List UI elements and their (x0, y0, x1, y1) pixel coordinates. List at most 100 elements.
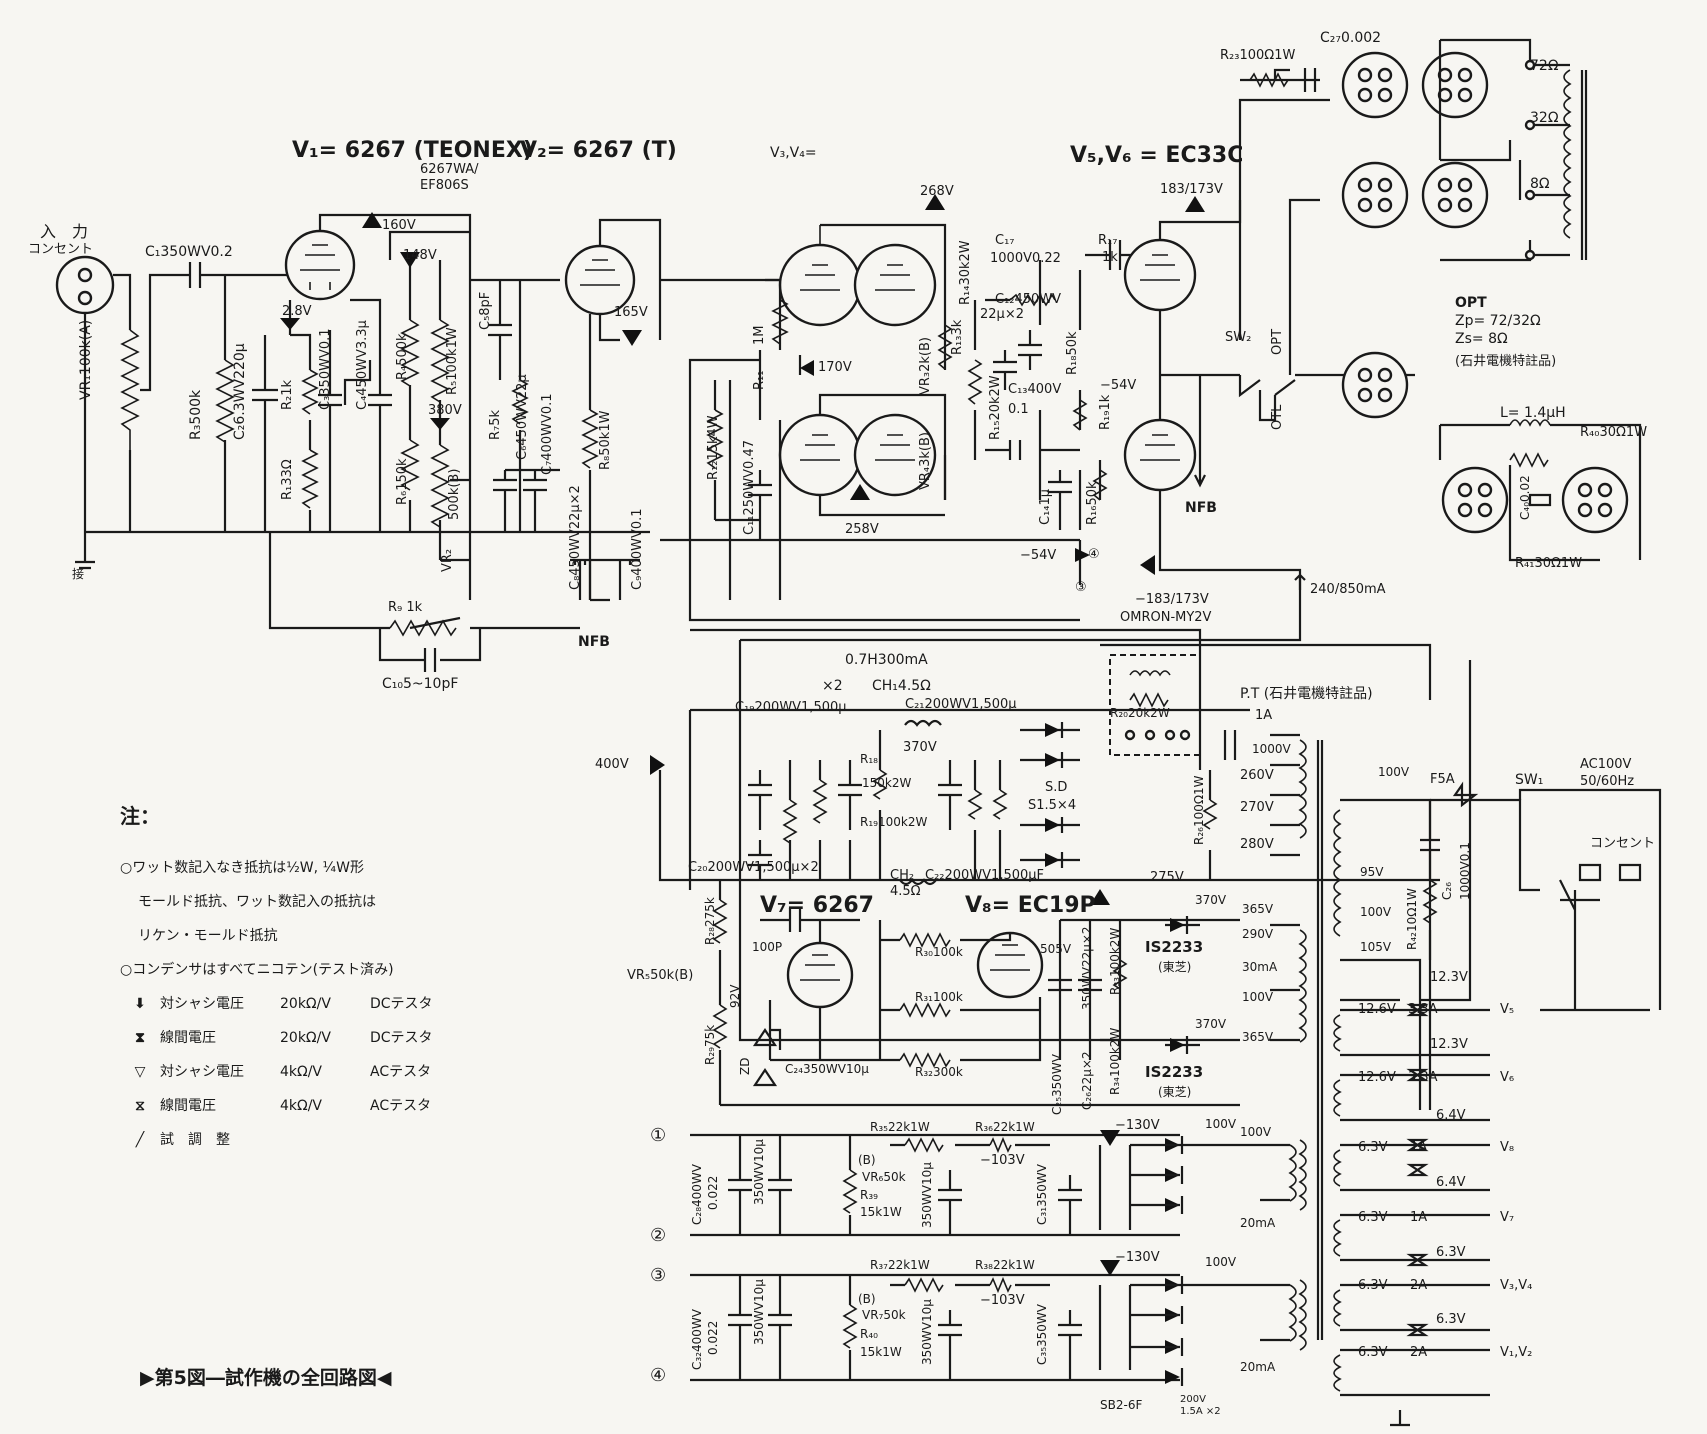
h-6_3b: 6.3V (1358, 1210, 1388, 1225)
c31-label: C₃₁350WV (1035, 1164, 1049, 1225)
node-4: ④ (650, 1365, 667, 1386)
c14-label: C₁₄1μ (1038, 488, 1053, 525)
r17b-label: 1k (1102, 250, 1118, 265)
volt-100d: 100V (1240, 1125, 1272, 1139)
c34-label: 350WV10μ (920, 1299, 934, 1365)
label-v34: V₃,V₄ (1500, 1278, 1533, 1293)
pt-270: 270V (1240, 800, 1274, 815)
volt-92: 92V (728, 984, 742, 1008)
inductor-label: L= 1.4μH (1500, 405, 1566, 421)
sb3-label: 1.5A ×2 (1180, 1406, 1221, 1417)
r18p-label: R₁₈ (860, 752, 878, 766)
c33-label: 350WV10μ (752, 1279, 766, 1345)
ac-label: AC100V (1580, 757, 1632, 772)
r32-label: R₃₂300k (915, 1065, 963, 1079)
r14-label: R₁₄30k2W (958, 240, 973, 305)
tube-v3b (853, 243, 937, 327)
c32-label: C₃₂400WV (690, 1309, 704, 1370)
r28-label: R₂₈275k (703, 897, 717, 945)
r20-label: R₂₀20k2W (1110, 706, 1170, 720)
figure-caption: ▶第5図―試作機の全回路図◀ (140, 1367, 392, 1389)
r6-label: R₆150k (395, 458, 410, 505)
x2-label: ×2 (822, 678, 843, 694)
r9-label: R₉ 1k (388, 600, 423, 615)
h-12_6a: 12.6V (1358, 1002, 1396, 1017)
c13-label: C₁₃400V (1008, 382, 1062, 397)
r40-label: R₄₀30Ω1W (1580, 425, 1648, 440)
volt-neg54: −54V (1100, 378, 1137, 393)
pt-1000: 1000V (1252, 742, 1291, 756)
is1-maker: (東芝) (1158, 960, 1192, 974)
c7-label: C₇400WV0.1 (540, 393, 555, 475)
input-jack (55, 255, 115, 315)
r30-label: R₃₀100k (915, 945, 963, 959)
pt-100p: 100V (1360, 905, 1392, 919)
volt-370c: 370V (1195, 1017, 1227, 1031)
volt-505: 505V (1040, 942, 1072, 956)
r18-label: R₁₈50k (1065, 331, 1080, 375)
legend-ac-chassis: ▽ 対シャシ電圧 4kΩ/V ACテスタ (120, 1055, 500, 1089)
sw1-label: SW₁ (1515, 772, 1544, 788)
tube-v1-label: V₁= 6267 (TEONEX) (292, 138, 533, 163)
volt-100c: 100V (1205, 1117, 1237, 1131)
volt-268: 268V (920, 184, 954, 199)
note-line-3: リケン・モールド抵抗 (138, 928, 278, 944)
note-line-2: モールド抵抗、ワット数記入の抵抗は (138, 894, 376, 910)
tube-v3 (778, 225, 862, 327)
volt-370b: 370V (1195, 893, 1227, 907)
open-triangle-icon: ▽ (134, 1064, 146, 1080)
vr6-label: VR₆50k (862, 1170, 906, 1184)
omron-label: OMRON-MY2V (1120, 610, 1212, 625)
c13b-label: 0.1 (1008, 402, 1029, 417)
r34-label: R₃₄100k2W (1108, 1027, 1122, 1095)
volt-neg54b: −54V (1020, 548, 1057, 563)
r18p-val: 150k2W (862, 776, 912, 790)
h-6_3c: 6.3V (1358, 1278, 1388, 1293)
r16-label: R₁₆50k (1085, 481, 1100, 525)
tube-v1-alt2: EF806S (420, 178, 469, 193)
c8-label: C₈450WV22μ×2 (568, 485, 583, 590)
volt-183: 183/173V (1160, 182, 1223, 197)
pt-95: 95V (1360, 865, 1384, 879)
b2-label: (B) (858, 1292, 876, 1306)
double-arrow-icon: ⧗ (135, 1030, 145, 1046)
ma20a: 20mA (1240, 1216, 1276, 1230)
r1-label: R₁33Ω (280, 459, 295, 500)
volt-neg183: −183/173V (1135, 592, 1209, 607)
r37-label: R₃₇22k1W (870, 1258, 930, 1272)
tap-32-label: 32Ω (1530, 110, 1559, 126)
label-v5: V₅ (1500, 1002, 1515, 1017)
vr3-label: VR₃2k(B) (918, 337, 933, 395)
legend-adjust: ╱ 試 調 整 (120, 1123, 500, 1157)
c12-label: C₁₂450WV (995, 292, 1062, 307)
opt-zp: Zp= 72/32Ω (1455, 313, 1541, 329)
r31-label: R₃₁100k (915, 990, 963, 1004)
h-12_3a: 12.3V (1430, 970, 1468, 985)
pt-30ma: 30mA (1242, 960, 1278, 974)
down-arrow-icon: ⬇ (134, 996, 146, 1012)
r2-label: R₂1k (280, 379, 295, 410)
volt-100e: 100V (1205, 1255, 1237, 1269)
pt-105: 105V (1360, 940, 1392, 954)
h-6_3a: 6.3V (1358, 1140, 1388, 1155)
c4-label: C₄450WV3.3μ (355, 320, 370, 410)
c12b-label: 22μ×2 (980, 307, 1024, 322)
vr7-label: VR₇50k (862, 1308, 906, 1322)
c24-label: C₂₄350WV10μ (785, 1062, 869, 1076)
c10-label: C₁₀5~10pF (382, 676, 459, 692)
legend-dc-line: ⧗ 線間電圧 20kΩ/V DCテスタ (120, 1021, 500, 1055)
r36-label: R₃₆22k1W (975, 1120, 1035, 1134)
c27b-label: 350WV22μ×2 (1080, 926, 1094, 1010)
nfb-label-2: NFB (1185, 500, 1217, 516)
r12-label: R₁₂15k4W (706, 415, 721, 480)
pt-365b: 365V (1242, 1030, 1274, 1044)
legend-dc-chassis: ⬇ 対シャシ電圧 20kΩ/V DCテスタ (120, 987, 500, 1021)
tube-v2-label: V₂= 6267 (T) (520, 138, 677, 163)
r35-label: R₃₅22k1W (870, 1120, 930, 1134)
c3-label: C₃350WV0.1 (318, 328, 333, 410)
label-v6: V₆ (1500, 1070, 1515, 1085)
c17b-label: 1000V0.22 (990, 251, 1061, 266)
h-1b: 1A (1410, 1210, 1428, 1225)
c40-label: C₄₀0.02 (1518, 475, 1532, 520)
h-12_6b: 12.6V (1358, 1070, 1396, 1085)
